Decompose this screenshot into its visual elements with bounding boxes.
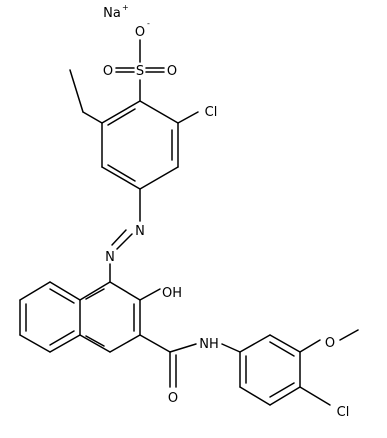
naphthalene-ring	[19, 281, 141, 353]
azo-linkage: N N	[105, 188, 145, 283]
sulfonyl-oxygen-left-label: O	[103, 64, 113, 79]
ethyl-substituent	[69, 69, 103, 124]
methoxy-oxygen-label: O	[325, 336, 335, 351]
sulfonate-group: S O O O -	[103, 19, 177, 102]
lower-benzene-ring	[239, 334, 301, 406]
amide-oxygen-label: O	[168, 391, 178, 406]
hydroxy-group: OH	[139, 286, 182, 301]
azo-nitrogen-1-label: N	[135, 224, 145, 239]
sulfur-label: S	[136, 64, 144, 79]
sulfonyl-oxygen-right-label: O	[167, 64, 177, 79]
chlorine-bottom-label: Cl	[337, 405, 350, 420]
amide-group: O NH	[139, 334, 241, 406]
sodium-positive-charge: +	[122, 3, 129, 12]
sulfonate-oxygen-label: O	[135, 25, 145, 40]
methoxy-group: O	[299, 329, 359, 353]
azo-nitrogen-2-label: N	[105, 250, 115, 265]
sodium-ion: Na +	[103, 3, 129, 21]
chloro-substituent-top: Cl	[177, 105, 218, 124]
oxygen-negative-charge: -	[147, 19, 150, 28]
hydroxy-label: OH	[162, 286, 182, 301]
upper-benzene-ring	[101, 100, 179, 190]
sodium-label: Na	[103, 6, 121, 21]
chloro-substituent-bottom: Cl	[299, 386, 350, 420]
chlorine-top-label: Cl	[205, 105, 218, 120]
amide-nh-label: NH	[199, 337, 219, 352]
